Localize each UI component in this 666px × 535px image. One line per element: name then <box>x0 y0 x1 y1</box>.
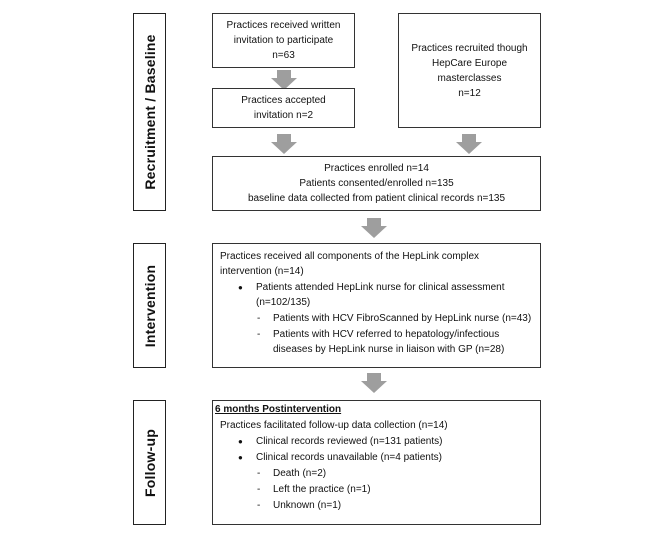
invitation-line-1: Practices received written <box>226 20 341 31</box>
enrolled-box: Practices enrolled n=14 Patients consent… <box>212 156 541 211</box>
enrolled-line-1: Practices enrolled n=14 <box>324 163 429 174</box>
arrow-down-icon <box>361 218 387 238</box>
phase-followup-label: Follow-up <box>141 428 158 497</box>
phase-intervention-label: Intervention <box>141 264 158 347</box>
arrow-down-icon <box>456 134 482 154</box>
intervention-dash-1: Patients with HCV FibroScanned by HepLin… <box>257 311 531 326</box>
masterclass-box: Practices recruited though HepCare Europ… <box>398 13 541 128</box>
invitation-box: Practices received written invitation to… <box>212 13 355 68</box>
followup-bullet-2: Clinical records unavailable (n=4 patien… <box>238 450 442 465</box>
followup-dash-1: Death (n=2) <box>257 466 326 481</box>
invitation-line-2: invitation to participate <box>233 35 334 46</box>
intervention-box: Practices received all components of the… <box>212 243 541 368</box>
arrow-down-icon <box>271 134 297 154</box>
followup-line-1: Practices facilitated follow-up data col… <box>220 420 448 431</box>
masterclass-line-2: HepCare Europe <box>431 57 508 69</box>
phase-recruitment-label: Recruitment / Baseline <box>141 34 158 190</box>
intervention-dash-2: Patients with HCV referred to hepatology… <box>257 327 499 342</box>
followup-title: 6 months Postintervention <box>215 404 342 415</box>
phase-recruitment: Recruitment / Baseline <box>133 13 166 211</box>
arrow-down-icon <box>271 70 297 90</box>
phase-followup: Follow-up <box>133 400 166 525</box>
followup-box: 6 months Postintervention Practices faci… <box>212 400 541 525</box>
phase-intervention: Intervention <box>133 243 166 368</box>
masterclass-line-3: masterclasses <box>437 72 502 84</box>
followup-dash-3: Unknown (n=1) <box>257 498 341 513</box>
intervention-line-1: Practices received all components of the… <box>220 251 480 262</box>
accepted-line-2: invitation n=2 <box>253 110 314 121</box>
accepted-line-1: Practices accepted <box>241 95 326 106</box>
intervention-bullet-1: Patients attended HepLink nurse for clin… <box>238 280 505 295</box>
accepted-box: Practices accepted invitation n=2 <box>212 88 355 128</box>
intervention-bullet-1-count: (n=102/135) <box>256 297 311 308</box>
enrolled-line-2: Patients consented/enrolled n=135 <box>299 178 454 189</box>
arrow-down-icon <box>361 373 387 393</box>
intervention-dash-2-cont: diseases by HepLink nurse in liaison wit… <box>273 344 505 355</box>
followup-bullet-1: Clinical records reviewed (n=131 patient… <box>238 434 443 449</box>
masterclass-line-4: n=12 <box>458 87 481 99</box>
invitation-line-3: n=63 <box>272 50 295 61</box>
enrolled-line-3: baseline data collected from patient cli… <box>247 193 506 204</box>
intervention-line-2: intervention (n=14) <box>220 266 304 277</box>
followup-dash-2: Left the practice (n=1) <box>257 482 370 497</box>
masterclass-line-1: Practices recruited though <box>411 42 528 54</box>
